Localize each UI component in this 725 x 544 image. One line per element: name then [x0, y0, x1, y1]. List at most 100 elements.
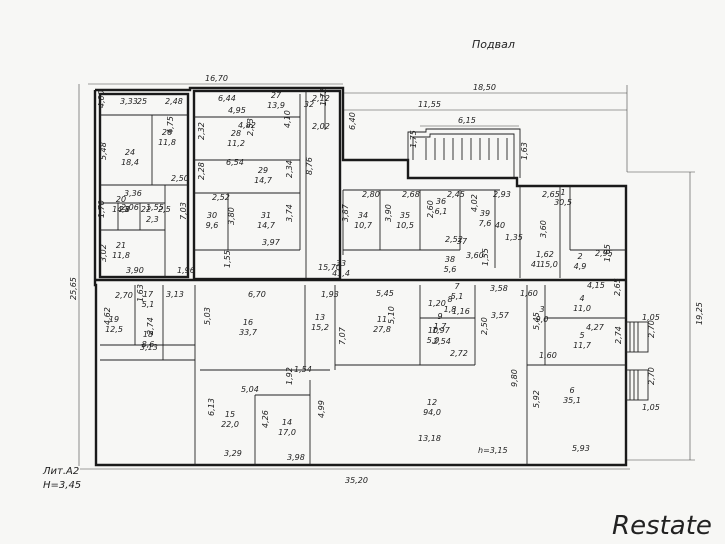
dim-bottom-total: 35,20	[345, 476, 368, 485]
room-number: 20	[116, 195, 126, 204]
room-number: 29	[258, 166, 268, 175]
dimension-label: 1,62	[536, 250, 554, 259]
dimension-label: 1,72	[319, 88, 328, 106]
dimension-label: 2,28	[197, 162, 206, 180]
room-height-label: h=3,15	[478, 446, 508, 455]
dimension-label: 2,45	[447, 190, 465, 199]
dimension-label: 13,18	[418, 434, 441, 443]
dimension-label: 3,90	[126, 266, 144, 275]
room-number: 21	[116, 241, 126, 250]
room-area: 22,0	[221, 420, 239, 429]
dimension-label: 3,29	[224, 449, 242, 458]
room-number: 2	[577, 252, 582, 261]
dimension-label: 5,93	[572, 444, 590, 453]
room-area: 11,8	[112, 251, 130, 260]
dimension-label: 3,74	[285, 204, 294, 222]
room-area: 27,8	[373, 325, 391, 334]
dimension-label: 1,05	[642, 313, 660, 322]
room-number: 4	[579, 294, 584, 303]
dimension-label: 1,93	[321, 290, 339, 299]
room-number: 31	[261, 211, 271, 220]
room-number: 23	[119, 205, 129, 214]
dimension-label: 15,0	[540, 260, 558, 269]
dimension-label: 5,48	[99, 142, 108, 160]
dimension-label: 4,95	[228, 106, 246, 115]
room-area: 14,8	[112, 205, 130, 214]
dimension-label: 15,70	[318, 263, 341, 272]
dimension-label: 3,98	[287, 453, 305, 462]
room-area: 12,5	[105, 325, 123, 334]
room-number: 19	[109, 315, 119, 324]
room-area: 9,6	[206, 221, 219, 230]
room-area: 9,0	[536, 315, 549, 324]
dimension-label: 4,75	[166, 116, 175, 134]
dimension-label: 2,53	[246, 118, 255, 136]
dimension-label: 2,93	[493, 190, 511, 199]
room-number: 6	[569, 386, 574, 395]
dimension-label: 1,54	[294, 365, 312, 374]
dimension-label: 3,57	[491, 311, 510, 320]
room-area: 35,1	[563, 396, 581, 405]
room-area: 14,7	[257, 221, 276, 230]
dimension-label: 1,20	[428, 299, 446, 308]
room-number: 3	[539, 305, 544, 314]
room-number: 28	[231, 129, 241, 138]
room-area: 1,7	[434, 322, 448, 331]
room-number: 39	[480, 209, 490, 218]
dimension-label: 9,80	[510, 369, 519, 387]
dimension-label: 2,34	[285, 160, 294, 178]
room-area: 30,5	[554, 198, 572, 207]
dimension-label: 8,76	[305, 157, 314, 175]
room-number: 25	[137, 97, 147, 106]
dimension-label: 1,63	[136, 284, 145, 302]
room-number: 38	[445, 255, 455, 264]
dimension-label: 6,40	[348, 112, 357, 130]
dimension-label: 2,70	[115, 291, 133, 300]
dimension-label: 5,45	[376, 289, 394, 298]
dimension-label: 1,96	[177, 266, 195, 275]
room-number: 14	[282, 418, 292, 427]
room-area: 15,2	[311, 323, 329, 332]
dim-total-width: 16,70	[205, 74, 228, 83]
dimension-label: 4,00	[97, 90, 106, 108]
dimension-label: 5,45	[532, 312, 541, 330]
room-area: 11,2	[227, 139, 245, 148]
room-number: 22	[141, 205, 151, 214]
dimension-label: 2,5	[158, 205, 171, 214]
dimension-label: 2,50	[480, 317, 489, 335]
dimension-label: 6,54	[226, 158, 244, 167]
dim-right-height: 19,25	[695, 302, 704, 325]
dimension-label: 3,02	[99, 244, 108, 262]
room-area: 5,6	[444, 265, 457, 274]
room-area: 94,0	[423, 408, 441, 417]
outer-dimension-lines	[78, 83, 695, 470]
room-area: 5,0	[427, 336, 440, 345]
room-number: 33	[336, 259, 346, 268]
room-number: 1	[560, 188, 565, 197]
room-number: 18	[143, 330, 153, 339]
plan-title: Подвал	[472, 38, 515, 51]
dimension-label: 2,12	[312, 94, 330, 103]
dimension-label: 2,65	[613, 278, 622, 296]
watermark: Restate	[612, 511, 712, 541]
dimension-label: 6,70	[248, 290, 266, 299]
dimension-label: 3,36	[124, 189, 142, 198]
dimension-label: 1,60	[520, 289, 538, 298]
dimension-label: 7,03	[179, 202, 188, 220]
dimension-label: 2,50	[171, 174, 189, 183]
room-number: 41	[531, 260, 541, 269]
dimension-label: 2,48	[165, 97, 183, 106]
room-number: 35	[400, 211, 410, 220]
dimension-label: 2,70	[647, 367, 656, 385]
stair-top	[407, 128, 521, 178]
dimension-label: 2,80	[362, 190, 380, 199]
dimension-label: 6,44	[218, 94, 236, 103]
dimension-label: 2,70	[647, 320, 656, 338]
room-number: 11	[377, 315, 387, 324]
room-number: 15	[225, 410, 235, 419]
dimension-label: 3,60	[466, 251, 484, 260]
dimension-label: 1,55	[223, 250, 232, 268]
dim-inner-top: 11,55	[418, 100, 441, 109]
